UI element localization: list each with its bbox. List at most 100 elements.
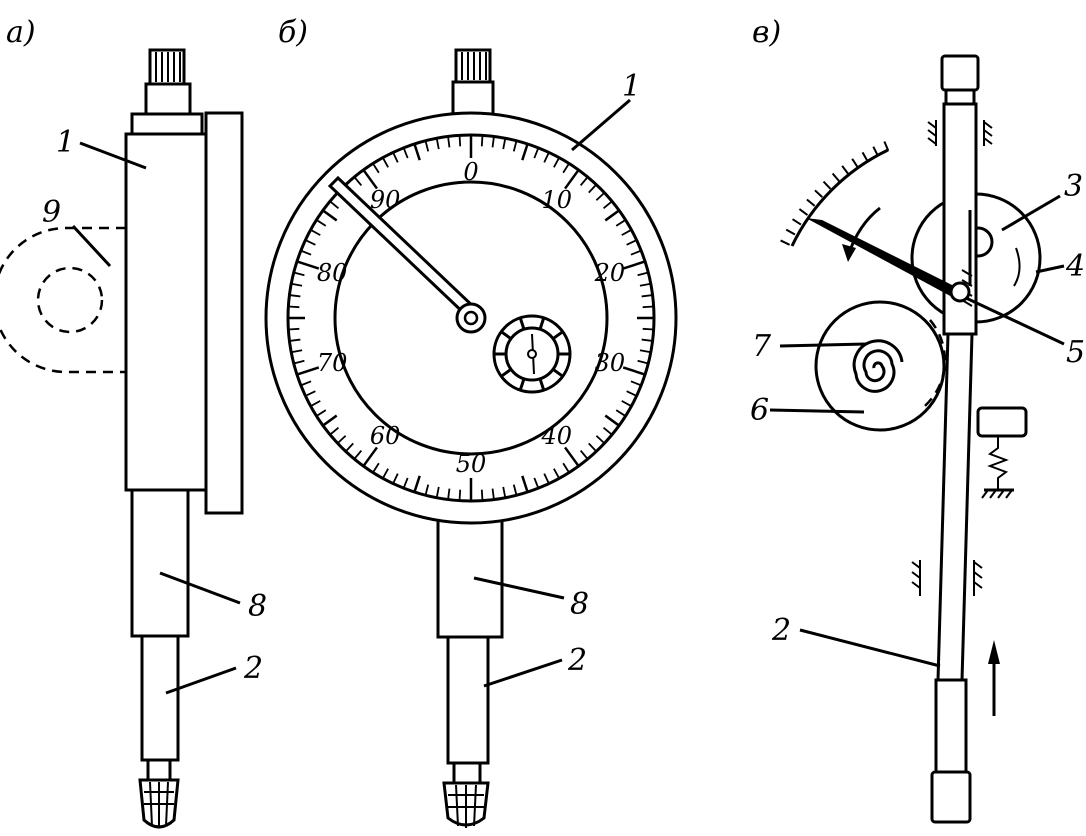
dial-tick	[362, 169, 378, 190]
callout-c-5: 5	[1066, 335, 1085, 370]
dial-tick	[480, 135, 484, 147]
dial-tick	[435, 486, 440, 498]
dial-tick	[402, 477, 409, 489]
dial-tick	[296, 366, 320, 376]
dial-scale-label: 60	[370, 422, 401, 450]
dial-tick	[626, 239, 637, 246]
pointer-lever	[806, 218, 962, 298]
dial-tick	[300, 249, 312, 256]
gear-6	[814, 300, 946, 432]
dial-tick	[562, 163, 570, 174]
dial-tick	[316, 219, 327, 227]
spindle-a	[140, 634, 180, 762]
dial-tick	[595, 192, 606, 201]
dial-tick	[447, 136, 451, 148]
dial-tick	[293, 359, 305, 365]
dial-tick	[562, 462, 570, 473]
dial-tick	[553, 157, 560, 168]
dial-tick	[564, 446, 580, 467]
hairspring-7	[852, 339, 904, 393]
dial-tick	[602, 426, 613, 436]
lug-a	[0, 226, 126, 374]
leader-b-8	[473, 576, 565, 600]
dial-scale-label: 20	[594, 259, 626, 287]
dial-tick	[626, 390, 637, 397]
dial-scale-label: 80	[317, 259, 348, 287]
view-a-title: а)	[6, 15, 36, 50]
callout-c-7: 7	[752, 329, 772, 364]
dial-tick	[533, 477, 540, 489]
cap-knurl-a	[155, 52, 181, 82]
dial-tick	[630, 380, 642, 387]
dial-tick	[392, 473, 399, 484]
dial-tick	[300, 380, 312, 387]
callout-c-4: 4	[1065, 249, 1085, 284]
dial-tick	[622, 260, 646, 270]
dial-tick	[521, 143, 529, 161]
callout-c-3: 3	[1064, 169, 1083, 204]
dial-tick	[543, 152, 550, 163]
dial-tick	[642, 305, 654, 309]
dial-tick	[512, 484, 518, 496]
dial-scale-label: 30	[595, 349, 626, 377]
dial-tick	[641, 294, 653, 298]
guide-sleeve-b	[436, 503, 504, 639]
dial-tick	[296, 260, 320, 270]
dial-tick	[310, 400, 321, 407]
dial-tick	[305, 239, 316, 246]
case-body-a	[124, 132, 208, 492]
dial-tick	[413, 475, 421, 493]
dial-tick	[602, 200, 613, 210]
top-neck-c	[944, 88, 976, 106]
dial-tick	[588, 442, 597, 453]
dial-tick	[435, 138, 440, 150]
view-c-title: в)	[752, 15, 781, 50]
dial-tick	[291, 282, 303, 287]
dial-tick	[615, 409, 626, 417]
spindle-lower-c	[936, 332, 974, 682]
dial-scale-ticks	[288, 135, 654, 501]
callout-b-8: 8	[570, 587, 589, 622]
dial-tick	[458, 489, 462, 501]
dial-tick	[564, 169, 580, 190]
dial-tick	[305, 390, 316, 397]
leader-a-1	[79, 141, 147, 170]
dial-tick	[310, 229, 321, 236]
dial-tick	[637, 271, 649, 277]
leader-c-2	[799, 628, 941, 668]
top-cap-c	[940, 54, 980, 92]
upper-sleeve-b	[451, 80, 495, 118]
dial-tick	[480, 489, 484, 501]
dial-scale-label: 70	[317, 349, 348, 377]
dial-scale-label: 10	[542, 186, 573, 214]
dial-tick	[336, 435, 347, 444]
dial-tick	[291, 349, 303, 354]
dial-tick	[533, 147, 540, 159]
pivot-5	[949, 281, 971, 303]
dial-tick	[392, 152, 399, 163]
upper-sleeve-a	[144, 82, 192, 116]
view-a-side: а) 1	[0, 15, 267, 829]
dial-tick	[345, 442, 354, 453]
dial-tick	[329, 426, 340, 436]
leader-a-2	[165, 666, 237, 695]
dial-tick	[491, 488, 495, 500]
callout-c-2: 2	[771, 613, 791, 648]
dial-tick	[316, 409, 327, 417]
leader-a-9	[71, 224, 112, 268]
spindle-bottom-c	[934, 678, 968, 774]
dial-tick	[329, 200, 340, 210]
dial-scale-label: 0	[463, 158, 478, 186]
dial-tick	[402, 147, 409, 159]
dial-pointer	[327, 175, 487, 334]
callout-b-2: 2	[567, 643, 587, 678]
dial-tick	[353, 176, 363, 187]
dial-tick	[491, 136, 495, 148]
dial-tick	[288, 327, 300, 331]
dial-tick	[630, 249, 642, 256]
dial-tick	[458, 135, 462, 147]
callout-a-1: 1	[56, 125, 75, 160]
dial-tick	[639, 349, 651, 354]
